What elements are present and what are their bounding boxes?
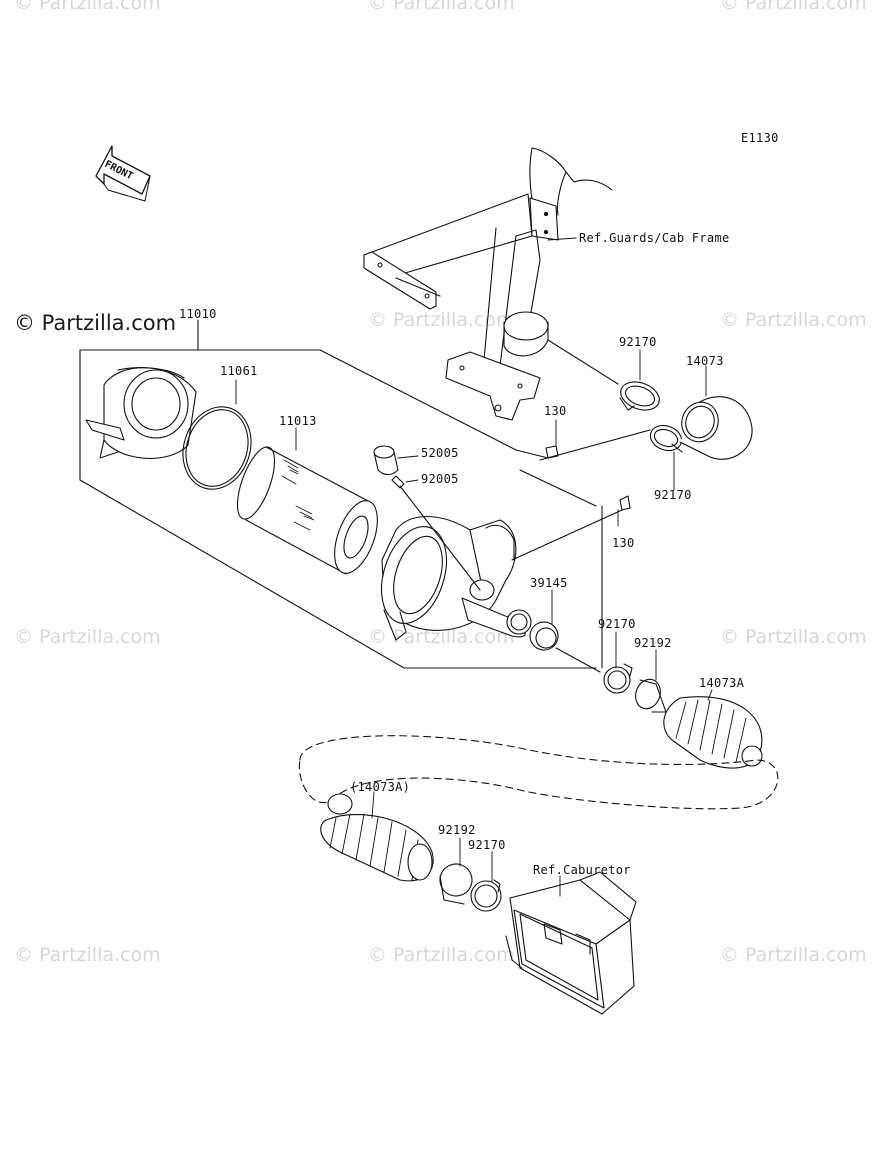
front-arrow-icon: FRONT (95, 145, 151, 202)
callout-clamp-a: 92170 (598, 617, 636, 631)
lower-duct (320, 793, 434, 882)
watermark: © Partzilla.com (720, 309, 867, 331)
callout-stud: 52005 (421, 446, 459, 460)
watermark: © Partzilla.com (368, 626, 515, 648)
callout-gasket: 11061 (220, 364, 258, 378)
callout-sleeve-b: 92192 (438, 823, 476, 837)
ref-frame: Ref.Guards/Cab Frame (579, 231, 730, 245)
callout-assembly: 11010 (179, 307, 217, 321)
lower-sleeve-clamp (439, 863, 502, 912)
filter-element (236, 445, 378, 575)
callout-bolt-lower: 130 (612, 536, 635, 550)
lower-connection (529, 621, 763, 769)
callout-duct-a: 14073A (699, 676, 745, 690)
callout-clamp-mid: 92170 (654, 488, 692, 502)
dashed-connection (298, 735, 779, 810)
watermark: © Partzilla.com (720, 626, 867, 648)
brand-logo-text: © Partzilla.com (14, 311, 177, 335)
upper-clamp-duct (539, 339, 753, 461)
stud-fitting (373, 445, 481, 591)
assembly-bracket (79, 319, 597, 669)
watermark: © Partzilla.com (14, 944, 161, 966)
gasket-ring (182, 406, 252, 490)
carburetor-housing (505, 871, 637, 1015)
frame-assembly (363, 147, 613, 421)
leader-lines (235, 349, 713, 897)
watermark: © Partzilla.com (14, 626, 161, 648)
callout-bolt-upper: 130 (544, 404, 567, 418)
watermark: © Partzilla.com (14, 0, 161, 14)
watermark: © Partzilla.com (720, 944, 867, 966)
gasket-ring-inner (185, 409, 249, 487)
diagram-code: E1130 (741, 131, 779, 145)
callout-clamp-b: 92170 (468, 838, 506, 852)
callout-duct-upper: 14073 (686, 354, 724, 368)
callout-duct-a-ref: (14073A) (350, 780, 411, 794)
bolts (511, 445, 631, 669)
airbox-cover (85, 367, 197, 459)
callout-clamp-upper: 92170 (619, 335, 657, 349)
callout-element: 11013 (279, 414, 317, 428)
callout-fitting: 92005 (421, 472, 459, 486)
ref-carburetor: Ref.Caburetor (533, 863, 631, 877)
watermark: © Partzilla.com (720, 0, 867, 14)
watermark: © Partzilla.com (368, 944, 515, 966)
callout-collar: 39145 (530, 576, 568, 590)
watermark: © Partzilla.com (368, 309, 515, 331)
airbox-housing (381, 515, 532, 641)
callout-sleeve-a: 92192 (634, 636, 672, 650)
watermark: © Partzilla.com (368, 0, 515, 14)
